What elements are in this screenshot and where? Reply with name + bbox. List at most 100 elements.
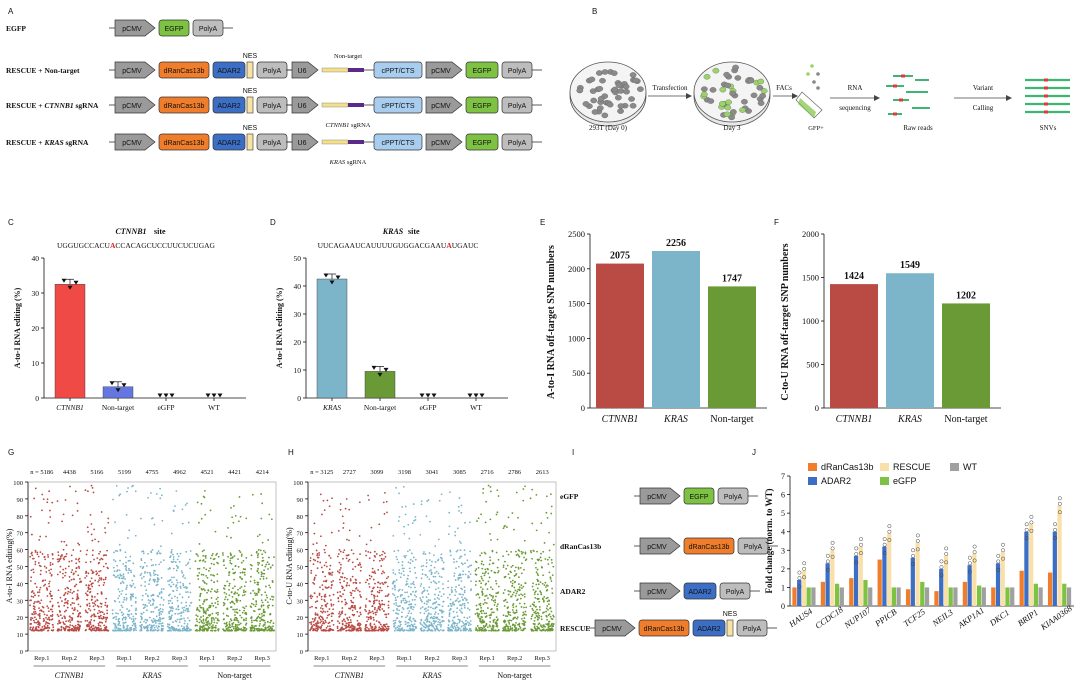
scatter-point [359,594,361,596]
scatter-point [398,492,400,495]
scatter-point [146,605,148,607]
chart-e-ytick-label: 1000 [568,333,585,343]
polya-box: PolyA [501,61,533,79]
scatter-point [103,613,106,616]
scatter-point [480,562,483,565]
scatter-point [419,597,422,599]
scatter-point [535,571,538,574]
scatter-point [343,576,346,579]
chart-h-strip-5 [447,491,473,632]
scatter-point [329,557,332,559]
scatter-point [226,624,229,627]
scatter-point [485,594,488,597]
scatter-point [420,623,422,626]
scatter-point [433,566,436,569]
promoter-arrow [425,96,463,114]
scatter-point [525,613,527,616]
scatter-point [358,622,360,625]
scatter-point [325,561,327,564]
scatter-point [33,602,35,605]
scatter-point [546,584,548,587]
scatter-point [489,620,492,623]
element-label: ADAR2 [217,68,240,75]
chart-j-xlabel-HAUS4: HAUS4 [786,606,814,630]
element-label: EGFP [472,68,491,75]
scatter-point [380,629,383,631]
scatter-point [123,626,126,629]
scatter-point [158,616,161,619]
scatter-point [147,599,150,601]
scatter-point [507,612,510,614]
scatter-point [32,592,35,595]
scatter-point [236,626,239,629]
chart-f-ytick-label: 0 [815,403,819,413]
scatter-point [310,621,313,624]
scatter-point [481,627,484,630]
scatter-point [519,597,522,600]
scatter-point [348,629,351,632]
scatter-point [125,628,128,631]
scatter-point [245,605,248,608]
scatter-point [542,600,545,603]
scatter-point [314,613,317,616]
scatter-point [34,563,37,566]
scatter-point [408,600,411,603]
chart-g-ytick-label: 0 [20,649,23,656]
scatter-point [96,592,99,595]
scatter-point [36,591,39,594]
scatter-point [551,618,554,620]
cell-dot [611,86,619,93]
scatter-point [154,563,157,566]
construct-a2-adar2: ADAR2 [212,96,246,114]
scatter-point [243,591,245,593]
scatter-point [140,627,143,630]
arrow-variant-head [1006,95,1012,101]
scatter-point [531,557,533,560]
chart-j-bar-ADAR2-NUP107 [853,555,859,606]
scatter-point [48,592,51,595]
scatter-point [549,607,552,609]
scatter-point [395,604,398,606]
scatter-point [240,616,243,619]
scatter-point [266,620,269,623]
scatter-point [486,626,489,629]
scatter-point [260,571,263,574]
chart-h-rep-4: Rep.2 [424,655,439,662]
scatter-point [37,600,39,603]
scatter-point [338,561,341,564]
scatter-point [464,562,466,565]
chart-j-ytick-label: 4 [781,528,785,537]
scatter-point [356,610,359,613]
scatter-point [208,570,210,572]
scatter-point [195,608,198,611]
scatter-point [551,622,553,625]
scatter-point [97,624,100,627]
scatter-point [329,573,331,576]
scatter-point [458,584,460,587]
scatter-point [112,622,115,625]
cell-dot [723,111,731,118]
scatter-point [232,572,235,575]
chart-e-xlabel-CTNNB1: CTNNB1 [602,414,639,425]
scatter-point [452,622,454,625]
scatter-point [75,598,78,601]
scatter-point [263,611,266,614]
construct-i-label-1: dRanCas13b [560,542,601,551]
scatter-point [310,594,312,597]
scatter-point [359,553,361,556]
scatter-point [482,492,484,494]
scatter-point [540,522,543,525]
scatter-point [134,622,137,625]
scatter-point [30,533,33,536]
scatter-point [480,582,483,585]
chart-g-ytick-label: 80 [17,514,24,521]
scatter-point [57,589,60,592]
scatter-point [49,516,52,518]
scatter-point [536,608,538,611]
element-label: ADAR2 [688,589,711,596]
scatter-point [395,602,397,604]
scatter-point [453,561,455,564]
scatter-point [31,554,34,557]
scatter-point [210,573,212,576]
scatter-point [480,609,483,612]
